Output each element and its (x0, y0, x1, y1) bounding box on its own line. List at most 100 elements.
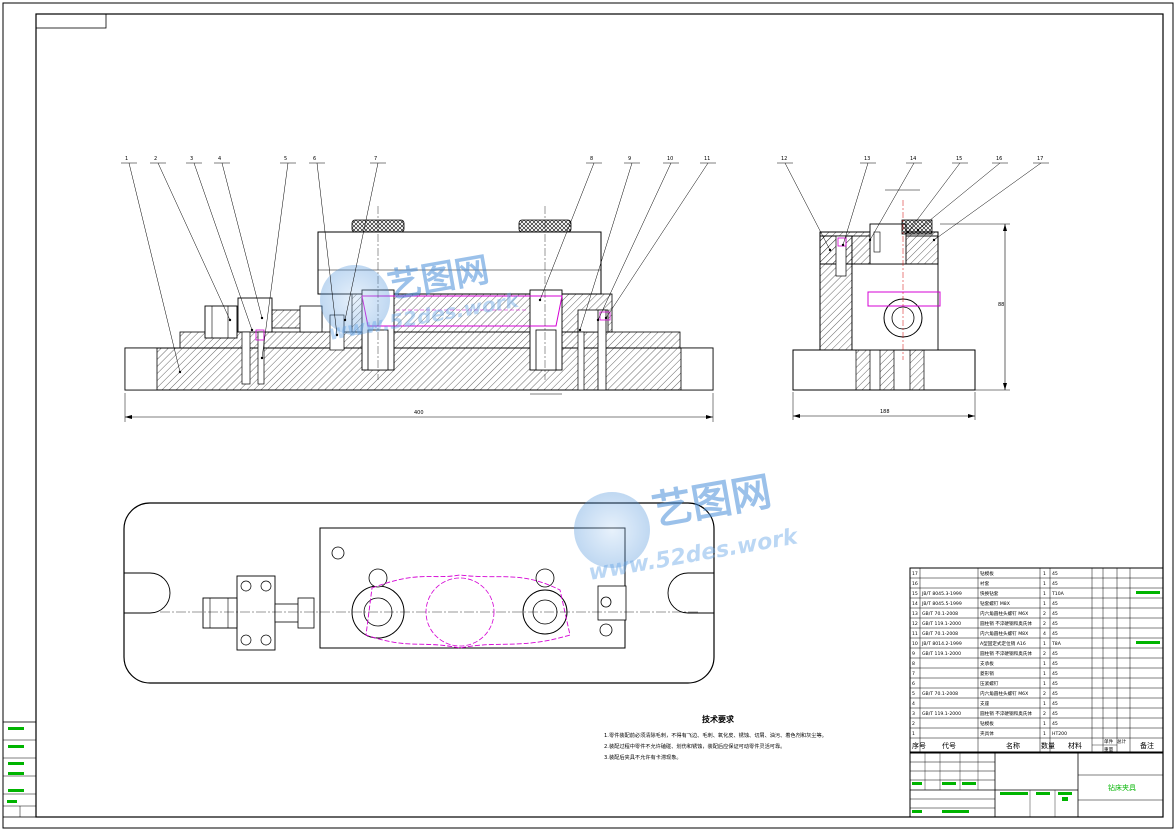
part-leader-line (933, 162, 1042, 241)
bom-cell-no: 3 (912, 711, 915, 717)
part-number-label: 16 (996, 156, 1002, 162)
bom-cell-qty: 1 (1043, 701, 1046, 707)
bom-header-cell: 序号 (912, 741, 926, 750)
part-leader-dot (343, 318, 347, 322)
bom-cell-no: 7 (912, 671, 915, 677)
bom-header-cell: 代号 (942, 741, 956, 750)
bom-cell-code: JB/T 8045.5-1999 (921, 601, 962, 607)
bom-cell-qty: 2 (1043, 611, 1046, 617)
part-number-label: 2 (154, 156, 157, 162)
part-leader-dot (260, 356, 264, 360)
bom-cell-qty: 1 (1043, 641, 1046, 647)
bom-cell-no: 13 (912, 611, 918, 617)
side-view (792, 189, 1010, 420)
bom-cell-qty: 1 (1043, 661, 1046, 667)
bom-cell-qty: 1 (1043, 591, 1046, 597)
bom-cell-name: 菱形销 (980, 670, 994, 677)
side-strip-table (2, 721, 37, 818)
bom-header-cell: 重量 (1104, 746, 1114, 753)
part-number-label: 4 (218, 156, 221, 162)
bom-cell-material: 45 (1052, 631, 1058, 637)
bom-cell-qty: 2 (1043, 621, 1046, 627)
part-leader-line (193, 162, 253, 331)
part-leader-line (597, 162, 672, 321)
corner-box (35, 13, 107, 29)
inner-border (35, 13, 1164, 818)
bom-cell-qty: 1 (1043, 681, 1046, 687)
title-block: 钻床夹具 (909, 752, 1164, 818)
part-number-label: 12 (781, 156, 787, 162)
part-leader-dot (260, 316, 264, 320)
bom-cell-qty: 2 (1043, 651, 1046, 657)
bom-cell-name: 快换钻套 (980, 590, 999, 597)
bom-header-cell: 名称 (1006, 741, 1020, 750)
part-number-label: 10 (667, 156, 673, 162)
part-leader-line (316, 162, 338, 336)
part-leader-line (842, 162, 869, 246)
part-leader-line (579, 162, 633, 331)
bom-cell-material: 45 (1052, 651, 1058, 657)
bom-cell-no: 1 (912, 731, 915, 737)
bom-cell-name: 内六角圆柱头螺钉 M8X (980, 630, 1028, 637)
part-leader-dot (228, 318, 232, 322)
part-number-label: 7 (374, 156, 377, 162)
part-number-label: 11 (704, 156, 710, 162)
part-leader-line (539, 162, 595, 301)
bom-cell-qty: 4 (1043, 631, 1046, 637)
part-leader-line (605, 162, 709, 319)
part-leader-line (784, 162, 831, 251)
bom-cell-code: GB/T 70.1-2008 (922, 611, 958, 617)
bom-cell-qty: 1 (1043, 601, 1046, 607)
bom-cell-material: 45 (1052, 721, 1058, 727)
part-leader-dot (178, 370, 182, 374)
bom-cell-material: 45 (1052, 701, 1058, 707)
base-body (124, 347, 714, 391)
part-leader-dot (250, 328, 254, 332)
bom-cell-no: 14 (912, 601, 918, 607)
bom-cell-name: 钻模板 (980, 570, 994, 577)
bom-cell-qty: 2 (1043, 691, 1046, 697)
clamp-support (237, 297, 273, 333)
top-view (123, 502, 715, 684)
dim-text-side-height: 88 (998, 302, 1004, 308)
bom-cell-name: 内六角圆柱头螺钉 M6X (980, 690, 1028, 697)
part-leader-line (869, 162, 915, 241)
part-leader-dot (596, 318, 600, 322)
bom-cell-qty: 1 (1043, 721, 1046, 727)
bom-cell-name: 支座 (980, 700, 990, 707)
bom-header-cell: 总计 (1117, 738, 1127, 745)
workpiece-top (365, 574, 571, 649)
bom-cell-name: 圆柱销 不淬硬钢和奥氏体 (980, 650, 1032, 657)
bom-cell-qty: 1 (1043, 581, 1046, 587)
bom-cell-name: A型固定式定位销 A16 (980, 640, 1026, 647)
bom-cell-code: GB/T 70.1-2008 (922, 631, 958, 637)
bom-cell-no: 5 (912, 691, 915, 697)
bom-cell-no: 6 (912, 681, 915, 687)
bom-cell-name: 钻模板 (980, 720, 994, 727)
watermark-brand-2: 艺图网 (649, 469, 775, 535)
bom-cell-material: 45 (1052, 681, 1058, 687)
part-number-label: 9 (628, 156, 631, 162)
bom-cell-material: HT200 (1052, 731, 1067, 737)
part-number-label: 6 (313, 156, 316, 162)
part-number-label: 8 (590, 156, 593, 162)
tech-req-line-1: 1.零件装配前必须清除毛刺，不得有飞边、毛刺、氧化皮、锈蚀、切屑、油污、着色剂和… (604, 731, 827, 739)
part-number-label: 1 (125, 156, 128, 162)
part-leader-line (221, 162, 263, 319)
bom-cell-material: 45 (1052, 661, 1058, 667)
bom-header-cell: 数量 (1041, 741, 1055, 750)
bom-cell-name: 夹具体 (980, 730, 994, 737)
bom-cell-qty: 2 (1043, 711, 1046, 717)
bom-cell-code: GB/T 119.1-2000 (922, 621, 961, 627)
part-leader-line (261, 162, 289, 359)
bom-cell-qty: 1 (1043, 671, 1046, 677)
